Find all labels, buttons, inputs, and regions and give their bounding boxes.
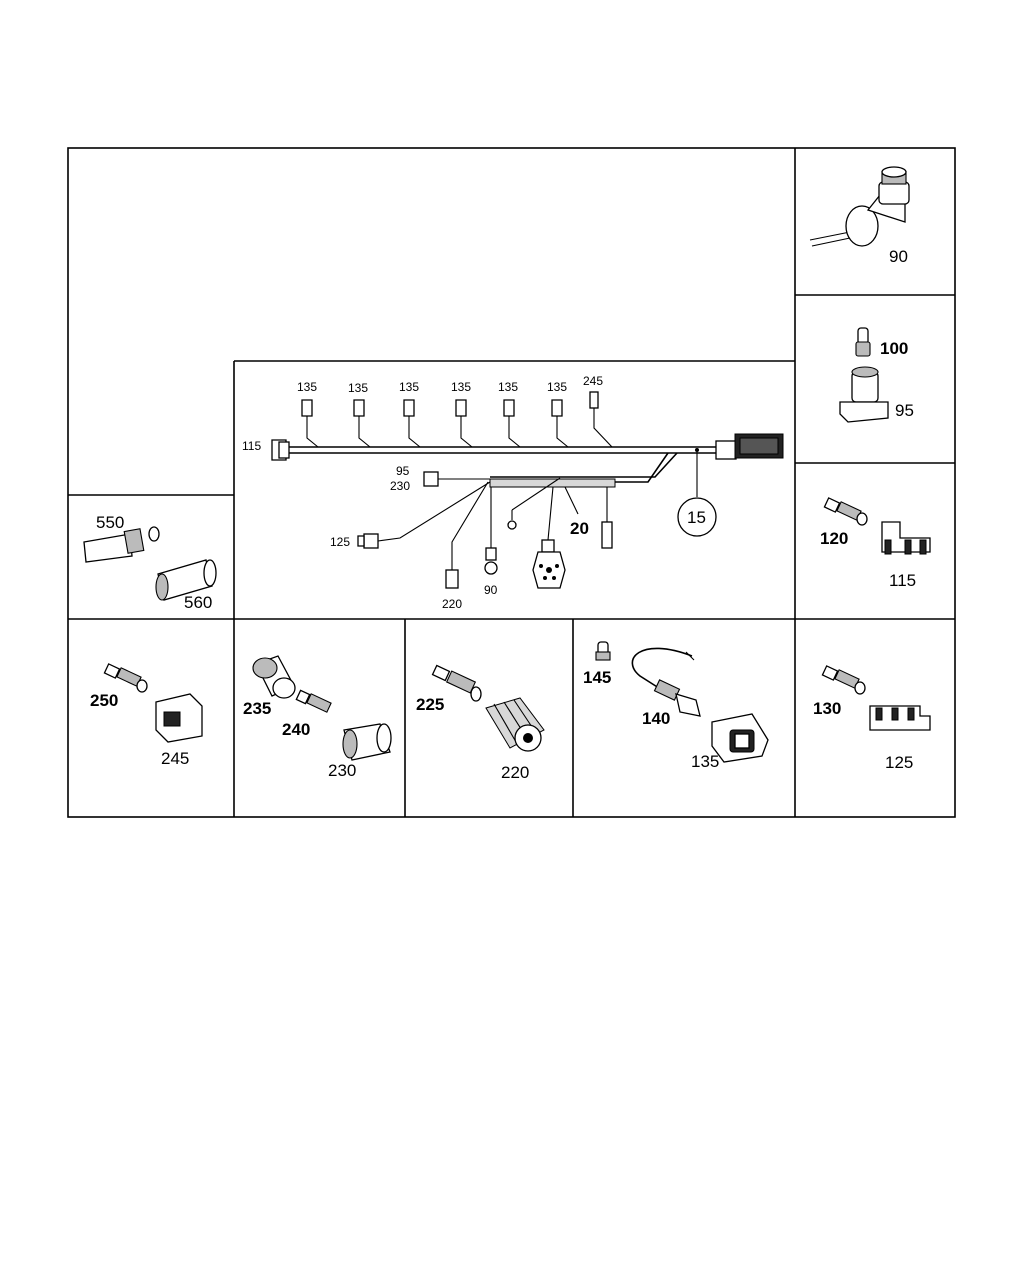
label-550: 550	[96, 513, 124, 532]
label-145: 145	[583, 668, 611, 687]
label-120: 120	[820, 529, 848, 548]
label-240: 240	[282, 720, 310, 739]
label-125: 125	[885, 753, 913, 772]
label-140: 140	[642, 709, 670, 728]
label-130: 130	[813, 699, 841, 718]
label-560: 560	[184, 593, 212, 612]
callout-230: 230	[390, 479, 410, 493]
callout-245: 245	[583, 374, 603, 388]
callout-15: 15	[687, 508, 706, 527]
callout-135-b: 135	[348, 381, 368, 395]
label-220: 220	[501, 763, 529, 782]
callout-95: 95	[396, 464, 410, 478]
label-235: 235	[243, 699, 271, 718]
callout-135-f: 135	[547, 380, 567, 394]
panel-part-550-560: 550 560	[83, 513, 217, 612]
injector-branches	[301, 391, 613, 448]
callout-90: 90	[484, 583, 498, 597]
panel-part-145-140-135: 145 140 135	[583, 641, 769, 771]
label-135: 135	[691, 752, 719, 771]
label-100: 100	[880, 339, 908, 358]
label-230: 230	[328, 761, 356, 780]
label-250: 250	[90, 691, 118, 710]
diagram-frame	[67, 147, 956, 818]
callout-135-a: 135	[297, 380, 317, 394]
callout-circle-15	[677, 497, 717, 537]
label-95: 95	[895, 401, 914, 420]
label-115: 115	[889, 571, 916, 590]
label-225: 225	[416, 695, 444, 714]
panel-part-90: 90	[809, 166, 910, 266]
callout-135-d: 135	[451, 380, 471, 394]
callout-135-c: 135	[399, 380, 419, 394]
panel-part-120-115: 120 115	[820, 497, 931, 590]
callout-125: 125	[330, 535, 350, 549]
callout-20: 20	[570, 519, 589, 538]
panel-part-100-95: 100 95	[839, 327, 914, 423]
panel-part-250-245: 250 245	[90, 663, 203, 768]
lower-harness	[357, 452, 717, 589]
label-245: 245	[161, 749, 189, 768]
callout-115: 115	[242, 439, 261, 453]
panel-part-130-125: 130 125	[813, 665, 931, 772]
label-90: 90	[889, 247, 908, 266]
panel-part-235-240-230: 235 240 230	[243, 655, 392, 780]
wiring-harness: 135 135 135 135 135 135 245 115 95 230 2…	[242, 374, 784, 611]
panel-part-225-220: 225 220	[416, 664, 545, 782]
callout-220: 220	[442, 597, 462, 611]
callout-135-e: 135	[498, 380, 518, 394]
